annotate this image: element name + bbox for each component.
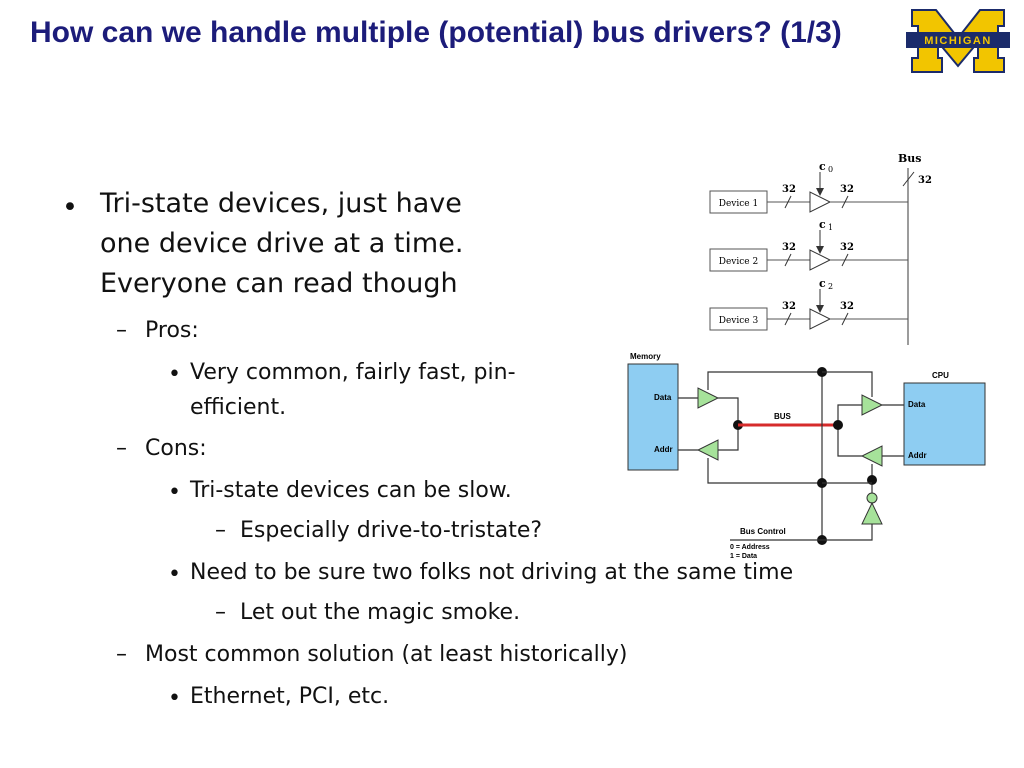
cons-item: Tri-state devices can be slow. bbox=[190, 478, 512, 503]
dash-marker: – bbox=[215, 518, 226, 543]
buffer-icon bbox=[696, 439, 719, 461]
buffer-icon bbox=[697, 387, 720, 409]
width-slash bbox=[784, 253, 792, 267]
control-index: 1 bbox=[828, 223, 833, 232]
memory-addr-label: Addr bbox=[654, 445, 673, 454]
control-index: 2 bbox=[828, 282, 833, 291]
control-arrow-icon bbox=[816, 246, 824, 254]
logo-band bbox=[906, 32, 1010, 48]
buffer-icon bbox=[860, 445, 883, 467]
control-label: c bbox=[819, 160, 826, 173]
cons-heading: Cons: bbox=[145, 436, 207, 461]
junction-dot bbox=[833, 420, 843, 430]
dash-marker: – bbox=[116, 642, 127, 667]
cons-sub-item-2: Let out the magic smoke. bbox=[240, 600, 521, 625]
bullet-main-line-2: one device drive at a time. bbox=[100, 228, 464, 259]
inverter-icon bbox=[861, 501, 883, 525]
bullet-marker: • bbox=[62, 192, 78, 223]
bus-control-label: Bus Control bbox=[740, 527, 786, 536]
wire bbox=[718, 397, 739, 425]
control-label: c bbox=[819, 218, 826, 231]
tristate-buffer-icon bbox=[809, 249, 832, 271]
cpu-data-label: Data bbox=[908, 400, 926, 409]
input-width-label: 32 bbox=[782, 242, 796, 253]
bullet-marker: • bbox=[168, 362, 181, 387]
slide-title: How can we handle multiple (potential) b… bbox=[30, 16, 842, 49]
wire bbox=[822, 371, 873, 397]
dash-marker: – bbox=[116, 436, 127, 461]
pros-heading: Pros: bbox=[145, 318, 199, 343]
input-width-label: 32 bbox=[782, 184, 796, 195]
device-label: Device 3 bbox=[719, 316, 759, 326]
wire bbox=[822, 524, 873, 541]
width-slash bbox=[784, 195, 792, 209]
input-width-label: 32 bbox=[782, 301, 796, 312]
memory-label: Memory bbox=[630, 352, 661, 361]
bus-control-1: 1 = Data bbox=[730, 553, 757, 560]
cpu-label: CPU bbox=[932, 371, 949, 380]
bullet-marker: • bbox=[168, 686, 181, 711]
cons-item-2: Need to be sure two folks not driving at… bbox=[190, 560, 794, 585]
bus-control-0: 0 = Address bbox=[730, 544, 770, 551]
wire bbox=[707, 371, 822, 390]
wire bbox=[837, 425, 862, 457]
output-width-label: 32 bbox=[840, 184, 854, 195]
control-label: c bbox=[819, 277, 826, 290]
buffer-icon bbox=[861, 394, 884, 416]
width-slash bbox=[784, 312, 792, 326]
memory-data-label: Data bbox=[654, 393, 672, 402]
dash-marker: – bbox=[215, 600, 226, 625]
bullet-marker: • bbox=[168, 480, 181, 505]
solution-item: Ethernet, PCI, etc. bbox=[190, 684, 390, 709]
cpu-box bbox=[903, 382, 986, 466]
bullet-main-line-3: Everyone can read though bbox=[100, 268, 458, 299]
bus-width-slash bbox=[902, 171, 915, 187]
memory-cpu-bus-diagram: Memory Data Addr CPU Data Addr BUS Bus C… bbox=[627, 352, 986, 560]
width-slash bbox=[841, 195, 849, 209]
tristate-bus-diagram: Bus 32 Device 1 32 32 c 0 Device 2 32 32… bbox=[709, 152, 932, 345]
inverter-bubble-icon bbox=[866, 492, 878, 504]
device-label: Device 1 bbox=[719, 199, 758, 209]
cpu-addr-label: Addr bbox=[908, 451, 927, 460]
michigan-logo: MICHIGAN bbox=[906, 9, 1010, 73]
control-index: 0 bbox=[828, 165, 833, 174]
tristate-buffer-icon bbox=[809, 308, 832, 330]
wire bbox=[707, 458, 822, 484]
tristate-buffer-icon bbox=[809, 191, 832, 213]
wire bbox=[837, 404, 862, 425]
control-arrow-icon bbox=[816, 188, 824, 196]
width-slash bbox=[841, 312, 849, 326]
bus-label: Bus bbox=[898, 152, 922, 165]
output-width-label: 32 bbox=[840, 242, 854, 253]
bus-width-label: 32 bbox=[918, 175, 932, 186]
wire bbox=[718, 425, 739, 451]
output-width-label: 32 bbox=[840, 301, 854, 312]
bus-label: BUS bbox=[774, 412, 792, 421]
cons-sub-item: Especially drive-to-tristate? bbox=[240, 518, 543, 543]
pros-item-line-1: Very common, fairly fast, pin- bbox=[190, 360, 516, 385]
device-label: Device 2 bbox=[719, 257, 758, 267]
dash-marker: – bbox=[116, 318, 127, 343]
pros-item-line-2: efficient. bbox=[190, 395, 287, 420]
device-row-2: Device 2 32 32 c 1 bbox=[709, 218, 908, 272]
device-row-3: Device 3 32 32 c 2 bbox=[709, 277, 908, 331]
bullet-marker: • bbox=[168, 562, 181, 587]
control-arrow-icon bbox=[816, 305, 824, 313]
logo-text: MICHIGAN bbox=[924, 35, 992, 47]
device-row-1: Device 1 32 32 c 0 bbox=[709, 160, 908, 214]
memory-box bbox=[627, 363, 679, 471]
width-slash bbox=[841, 253, 849, 267]
bullet-main-line-1: Tri-state devices, just have bbox=[100, 188, 462, 219]
solution-heading: Most common solution (at least historica… bbox=[145, 642, 628, 667]
